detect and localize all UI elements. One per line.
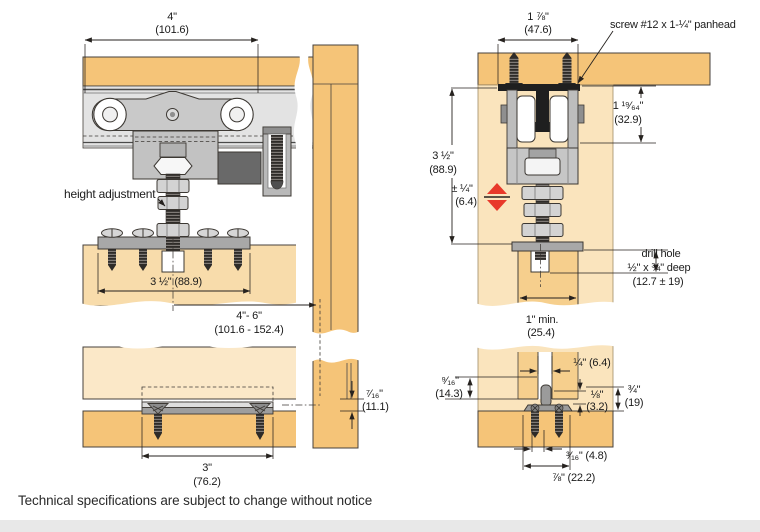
dim-adjustment-mm: (6.4) [455,196,477,208]
dim-overall-height-mm: (88.9) [429,164,457,176]
track-profile [498,84,580,132]
dim-base-width: ⅞" (22.2) [552,472,595,484]
dim-track-width-in: 1 ⅞" [527,11,549,23]
floor-guide-channel [141,386,274,440]
dim-trolley-width-in: 4" [167,11,177,23]
roller-left [93,97,127,132]
dim-top-clearance-in: ⅛" [591,389,604,401]
height-adjust-arrows-icon [484,183,510,211]
floor-guide-pin [523,384,573,438]
pan-screw [227,228,249,271]
stile-plate [511,241,584,252]
lock-block [217,151,262,185]
hanger-tab [500,104,508,124]
break-lines [80,51,315,451]
break-line [475,301,617,350]
dim-pin-height-in: ⁹⁄₁₆" [441,375,459,387]
hanger-bracket [132,130,219,180]
dim-floor-clearance-mm: (11.1) [362,401,389,413]
countersunk-screw [146,403,170,440]
dim-groove-width: ¼" (6.4) [573,357,610,369]
dim-bottom-gap-in: ¾" [628,384,641,396]
dim-trolley-width-mm: (101.6) [155,24,188,36]
floor-guide-side-view [477,352,614,448]
wheel-section [516,95,536,143]
dim-overall-height-in: 3 ½" [432,150,454,162]
rod-in-hole [535,251,546,260]
door-panel-top [82,244,301,307]
countersunk-screw [248,403,272,440]
header-board [82,56,314,87]
dim-plate-width: 3 ½" (88.9) [150,276,202,288]
door-panel-bottom [82,346,301,400]
lock-nut [156,223,190,237]
drill-hole-label-3: (12.7 ± 19) [633,276,684,288]
dim-guide-length-mm: (76.2) [193,476,221,488]
drill-hole-label-1: drill hole [642,248,681,260]
dim-jamb-distance-mm: (101.6 - 152.4) [214,324,283,336]
dim-pin-height-mm: (14.3) [435,388,463,400]
dim-jamb-distance-in: 4"- 6" [236,310,262,322]
pan-screw [132,228,154,271]
hanger-plate-right [567,89,579,151]
hanger-plate-left [506,89,518,151]
adjustment-nut [156,179,190,193]
plate-screws [101,228,249,271]
dim-door-thickness-mm: (25.4) [527,327,555,339]
dim-floor-clearance-in: ⁷⁄₁₆" [366,388,383,400]
fixing-screw-bracket [262,126,292,197]
dim-guide-length-in: 3" [202,462,212,474]
floor-section [477,410,614,448]
footer-bar [0,520,760,532]
dim-bottom-gap-mm: (19) [625,397,644,409]
annotations: 4" (101.6) height adjustment 3 ½" (88.9)… [64,11,736,488]
dim-hanger-drop-in: 1 ¹⁹⁄₆₄" [613,100,644,112]
dim-track-width-mm: (47.6) [524,24,552,36]
dim-adjustment-in: ± ¼" [451,183,473,195]
fixing-screw [271,135,283,181]
wheel-section [549,95,569,143]
door-hidden-outline [141,386,274,403]
hanger-tab [577,104,585,124]
dim-top-clearance-mm: (3.2) [586,401,608,413]
hanger-lower-bracket [506,147,579,185]
top-track-front-view [82,56,314,448]
pin-screw [530,403,540,438]
footer-note: Technical specifications are subject to … [18,493,372,508]
door-jamb [311,44,360,449]
threaded-rod-side [521,183,564,243]
dim-pin-spacing: ³⁄₁₆" (4.8) [566,450,607,462]
dimension-lines [84,30,668,470]
hanger-bolt [153,157,193,175]
screw-spec-label: screw #12 x 1-¼" panhead [610,19,736,31]
pan-screw [197,228,219,271]
pan-screw [101,228,123,271]
adjustment-nut [157,196,189,210]
threaded-rod [156,173,190,252]
dim-door-thickness-in: 1" min. [526,314,559,326]
dim-hanger-drop-mm: (32.9) [614,114,642,126]
pin-screw [554,403,564,438]
bogie-pivot [166,108,179,121]
roller-right [220,97,254,132]
height-adjustment-label: height adjustment [64,187,156,201]
drill-hole-label-2: ½" x ¾" deep [628,262,691,274]
floor [82,410,301,448]
